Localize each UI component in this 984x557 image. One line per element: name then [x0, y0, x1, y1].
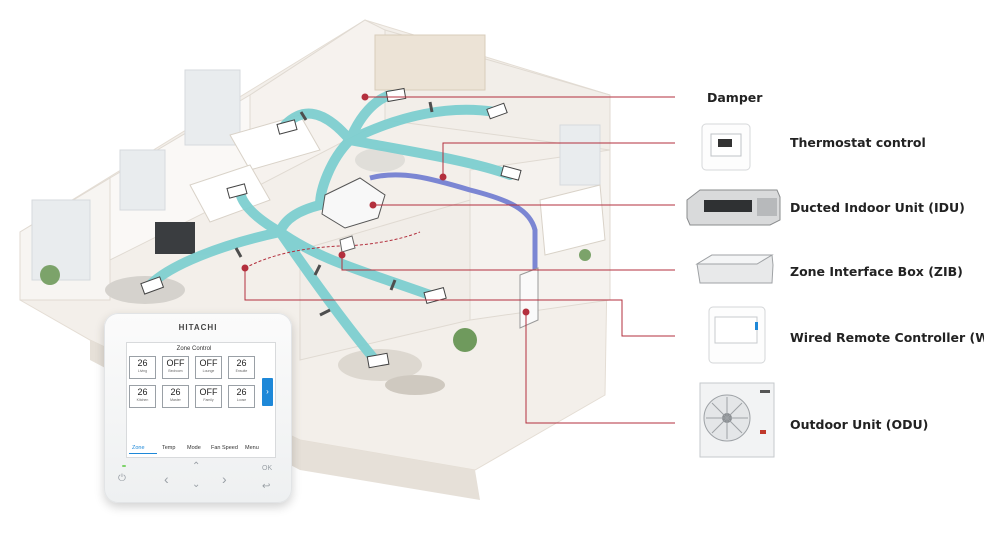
- tab-fan-speed[interactable]: Fan Speed: [211, 445, 238, 451]
- ok-button[interactable]: OK: [262, 465, 273, 472]
- screen-title: Zone Control: [176, 346, 212, 352]
- zib-in-house: [339, 235, 356, 253]
- label-damper: Damper: [707, 90, 763, 105]
- zone-room: Bedroom: [168, 369, 183, 373]
- down-button[interactable]: ⌄: [192, 479, 201, 490]
- label-odu: Outdoor Unit (ODU): [790, 417, 929, 432]
- up-button[interactable]: ⌃: [192, 461, 201, 472]
- zone-value: OFF: [199, 358, 218, 368]
- tab-zone[interactable]: Zone: [132, 445, 145, 451]
- refrigerant-pipe: [369, 172, 538, 275]
- wired-controller-icon: [708, 306, 766, 364]
- ducted-unit-icon: [686, 189, 781, 226]
- zone-value: OFF: [166, 358, 185, 368]
- zone-room: Ensuite: [235, 369, 248, 373]
- right-button[interactable]: ›: [222, 471, 227, 487]
- zone-value: 26: [170, 387, 181, 397]
- zone-box-icon: [695, 254, 774, 284]
- next-page-button[interactable]: ›: [262, 378, 273, 406]
- tab-temp[interactable]: Temp: [162, 445, 176, 451]
- callout-dots: [241, 93, 530, 316]
- odu-in-house: [519, 267, 539, 329]
- tab-mode[interactable]: Mode: [187, 445, 201, 451]
- thermostat-icon: [701, 123, 751, 171]
- zone-value: 26: [137, 387, 148, 397]
- zone-value: 26: [236, 387, 247, 397]
- zone-value: OFF: [199, 387, 218, 397]
- zone-value: 26: [236, 358, 247, 368]
- zone-room: Master: [170, 398, 181, 402]
- zone-value: 26: [137, 358, 148, 368]
- left-button[interactable]: ‹: [164, 471, 169, 487]
- back-button[interactable]: ↩: [262, 481, 271, 492]
- zone-room: Family: [203, 398, 214, 402]
- power-button[interactable]: ⏻: [118, 473, 126, 484]
- duct-bands: [234, 101, 434, 317]
- label-thermostat: Thermostat control: [790, 135, 926, 150]
- active-tab-indicator: [129, 453, 157, 454]
- label-idu: Ducted Indoor Unit (IDU): [790, 200, 965, 215]
- outdoor-unit-icon: [699, 382, 775, 458]
- brand-logo: HITACHI: [178, 323, 218, 332]
- zone-room: Loose: [236, 398, 247, 402]
- zone-room: Kitchen: [136, 398, 149, 402]
- status-led: [122, 465, 126, 467]
- control-cable-2: [244, 245, 341, 269]
- tab-menu[interactable]: Menu: [245, 445, 259, 451]
- label-wrc: Wired Remote Controller (WRC): [790, 330, 984, 345]
- zone-room: Lounge: [202, 369, 215, 373]
- zone-room: Living: [137, 369, 148, 373]
- idu-in-house: [321, 177, 386, 229]
- label-zib: Zone Interface Box (ZIB): [790, 264, 963, 279]
- callout-lines: [244, 96, 675, 424]
